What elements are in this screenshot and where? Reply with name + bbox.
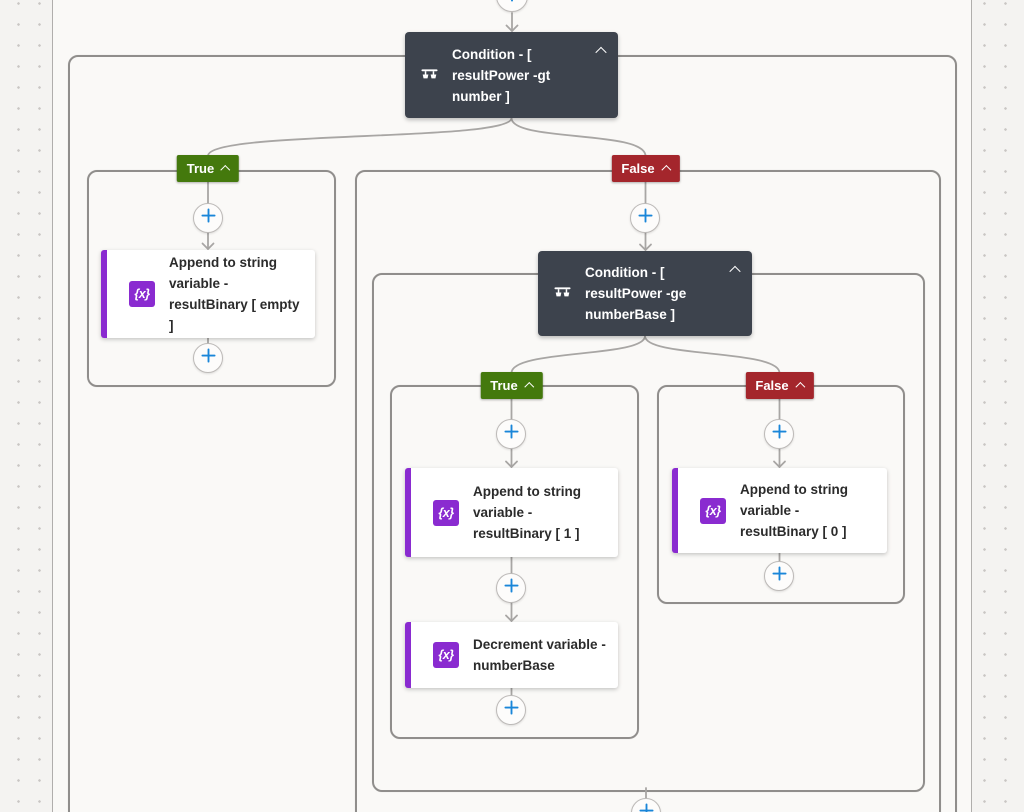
variable-icon: {x} xyxy=(433,642,459,668)
branch-label: False xyxy=(621,161,655,176)
collapse-button[interactable] xyxy=(729,265,741,278)
branch-label: True xyxy=(186,161,215,176)
chevron-up-icon xyxy=(729,265,741,278)
collapse-button[interactable] xyxy=(595,46,607,59)
action-title: Append to string variable - resultBinary… xyxy=(473,484,581,541)
chevron-up-icon xyxy=(220,164,231,175)
inner-true-branch-badge[interactable]: True xyxy=(480,372,543,399)
plus-icon xyxy=(771,566,787,586)
chevron-up-icon xyxy=(795,381,806,392)
insert-action-button[interactable] xyxy=(496,419,526,449)
plus-icon xyxy=(200,208,216,228)
false-branch-badge[interactable]: False xyxy=(611,155,680,182)
insert-action-button[interactable] xyxy=(193,343,223,373)
action-card-append-one[interactable]: {x} Append to string variable - resultBi… xyxy=(405,468,618,557)
variable-icon: {x} xyxy=(129,281,155,307)
chevron-up-icon xyxy=(661,164,672,175)
condition-icon xyxy=(553,285,572,302)
branch-label: True xyxy=(490,378,518,393)
action-card-append-empty[interactable]: {x} Append to string variable - resultBi… xyxy=(101,250,315,338)
plus-icon xyxy=(503,578,519,598)
condition-card-inner[interactable]: Condition - [ resultPower -ge numberBase… xyxy=(538,251,752,336)
condition-title: Condition - [ resultPower -ge numberBase… xyxy=(585,265,687,322)
branch-label: False xyxy=(755,378,789,393)
true-branch-badge[interactable]: True xyxy=(176,155,240,182)
inner-false-branch-badge[interactable]: False xyxy=(745,372,814,399)
action-card-decrement-variable[interactable]: {x} Decrement variable - numberBase xyxy=(405,622,618,688)
plus-icon xyxy=(504,0,520,7)
plus-icon xyxy=(638,803,654,812)
plus-icon xyxy=(637,208,653,228)
insert-action-button[interactable] xyxy=(496,573,526,603)
insert-action-button[interactable] xyxy=(764,561,794,591)
condition-icon xyxy=(420,67,439,84)
condition-card-outer[interactable]: Condition - [ resultPower -gt number ] xyxy=(405,32,618,118)
plus-icon xyxy=(200,348,216,368)
action-title: Append to string variable - resultBinary… xyxy=(169,255,300,333)
condition-title: Condition - [ resultPower -gt number ] xyxy=(452,46,551,104)
variable-icon: {x} xyxy=(700,497,726,524)
chevron-up-icon xyxy=(524,381,535,392)
plus-icon xyxy=(503,700,519,720)
insert-action-button[interactable] xyxy=(496,695,526,725)
insert-action-button[interactable] xyxy=(764,419,794,449)
insert-action-button[interactable] xyxy=(193,203,223,233)
action-title: Decrement variable - numberBase xyxy=(473,637,606,673)
plus-icon xyxy=(771,424,787,444)
action-title: Append to string variable - resultBinary… xyxy=(740,482,848,539)
plus-icon xyxy=(503,424,519,444)
variable-icon: {x} xyxy=(433,499,459,526)
action-card-append-zero[interactable]: {x} Append to string variable - resultBi… xyxy=(672,468,887,553)
insert-action-button[interactable] xyxy=(630,203,660,233)
chevron-up-icon xyxy=(595,46,607,59)
